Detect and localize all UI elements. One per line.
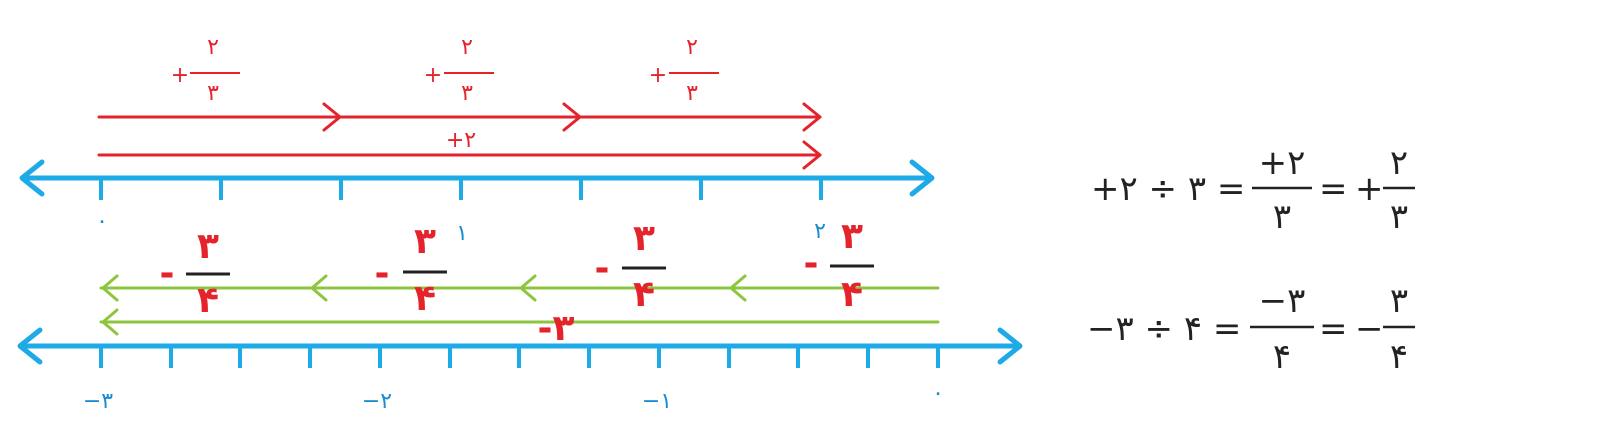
step-numerator: ۲ bbox=[461, 35, 473, 60]
bottom-axis-left-arrow bbox=[17, 327, 43, 365]
bottom-total-label: -۳ bbox=[538, 308, 575, 349]
step-numerator: ۳ bbox=[633, 218, 655, 259]
top-tick-label-1: ۱ bbox=[456, 221, 468, 246]
step-denominator: ۴ bbox=[414, 278, 436, 319]
step-denominator: ۴ bbox=[633, 274, 655, 315]
neg-step-arrow-head-3 bbox=[310, 274, 328, 302]
step-numerator: ۲ bbox=[207, 35, 219, 60]
step-sign: + bbox=[649, 63, 667, 88]
equation-bottom-result-sign: − bbox=[1355, 309, 1384, 349]
equation-top-fraction-numerator: +۲ bbox=[1259, 143, 1306, 183]
top-axis-right-arrow bbox=[909, 159, 935, 197]
equation-bottom-fraction-numerator: −۳ bbox=[1259, 281, 1306, 321]
top-step-arrows bbox=[97, 102, 822, 170]
bottom-step-label-2: - ۳ ۴ bbox=[375, 221, 447, 319]
step-numerator: ۳ bbox=[197, 226, 219, 267]
top-tick-label-0: ۰ bbox=[96, 209, 108, 234]
step-numerator: ۳ bbox=[841, 216, 863, 257]
equation-top-result-sign: + bbox=[1355, 169, 1384, 209]
equation-top: +۲ ÷ ۳ = +۲ ۳ = + ۲ ۳ bbox=[1091, 143, 1415, 237]
bottom-tick-label-minus3: −۳ bbox=[83, 389, 113, 414]
equation-top-result-denominator: ۳ bbox=[1390, 197, 1408, 237]
equation-bottom-result-numerator: ۳ bbox=[1390, 281, 1408, 321]
bottom-tick-label-minus2: −۲ bbox=[362, 389, 392, 414]
step-denominator: ۴ bbox=[197, 280, 219, 321]
step-sign: - bbox=[804, 243, 819, 284]
top-total-label: +۲ bbox=[446, 128, 476, 153]
bottom-step-label-3: - ۳ ۴ bbox=[595, 218, 666, 315]
step-sign: + bbox=[171, 63, 189, 88]
top-number-line: ۰ ۱ ۲ + ۲ ۳ + ۲ ۳ + ۲ bbox=[19, 35, 935, 246]
bottom-number-line: −۳ −۲ −۱ ۰ - ۳ ۴ - ۳ ۴ - ۳ bbox=[17, 216, 1023, 414]
step-sign: - bbox=[375, 253, 390, 294]
step-arrow-3-head bbox=[802, 102, 822, 132]
total-arrow-head bbox=[802, 140, 822, 170]
top-tick-label-2: ۲ bbox=[814, 219, 826, 244]
neg-step-arrow-head-1 bbox=[729, 274, 747, 302]
top-ticks bbox=[99, 178, 823, 200]
equation-top-fraction-denominator: ۳ bbox=[1273, 197, 1291, 237]
top-step-label-3: + ۲ ۳ bbox=[649, 35, 719, 106]
neg-step-arrow-head-2 bbox=[519, 274, 537, 302]
equation-bottom-result-denominator: ۴ bbox=[1390, 337, 1408, 377]
equation-bottom-middle: = bbox=[1319, 309, 1348, 349]
step-denominator: ۳ bbox=[686, 81, 698, 106]
equation-bottom-left: −۳ ÷ ۴ = bbox=[1087, 309, 1241, 349]
neg-total-arrow-head bbox=[101, 308, 119, 336]
equation-top-result-numerator: ۲ bbox=[1390, 143, 1408, 183]
equation-top-left: +۲ ÷ ۳ = bbox=[1091, 169, 1245, 209]
bottom-step-label-4: - ۳ ۴ bbox=[804, 216, 874, 315]
equation-top-middle: = bbox=[1319, 169, 1348, 209]
step-denominator: ۳ bbox=[461, 81, 473, 106]
neg-step-arrow-head-4 bbox=[101, 274, 119, 302]
top-step-label-1: + ۲ ۳ bbox=[171, 35, 240, 106]
step-denominator: ۴ bbox=[841, 274, 863, 315]
equation-bottom: −۳ ÷ ۴ = −۳ ۴ = − ۳ ۴ bbox=[1087, 281, 1415, 377]
step-sign: + bbox=[424, 63, 442, 88]
step-sign: - bbox=[595, 248, 610, 289]
bottom-step-label-1: - ۳ ۴ bbox=[160, 226, 230, 321]
bottom-axis-right-arrow bbox=[997, 327, 1023, 365]
bottom-ticks bbox=[99, 346, 940, 368]
step-sign: - bbox=[160, 253, 175, 294]
bottom-tick-label-minus1: −۱ bbox=[642, 389, 672, 414]
bottom-tick-label-0: ۰ bbox=[932, 381, 944, 406]
step-denominator: ۳ bbox=[207, 81, 219, 106]
step-numerator: ۲ bbox=[686, 35, 698, 60]
step-numerator: ۳ bbox=[414, 221, 436, 262]
bottom-step-arrows bbox=[99, 274, 940, 336]
top-step-label-2: + ۲ ۳ bbox=[424, 35, 494, 106]
equation-bottom-fraction-denominator: ۴ bbox=[1273, 337, 1291, 377]
top-axis-left-arrow bbox=[19, 159, 45, 197]
